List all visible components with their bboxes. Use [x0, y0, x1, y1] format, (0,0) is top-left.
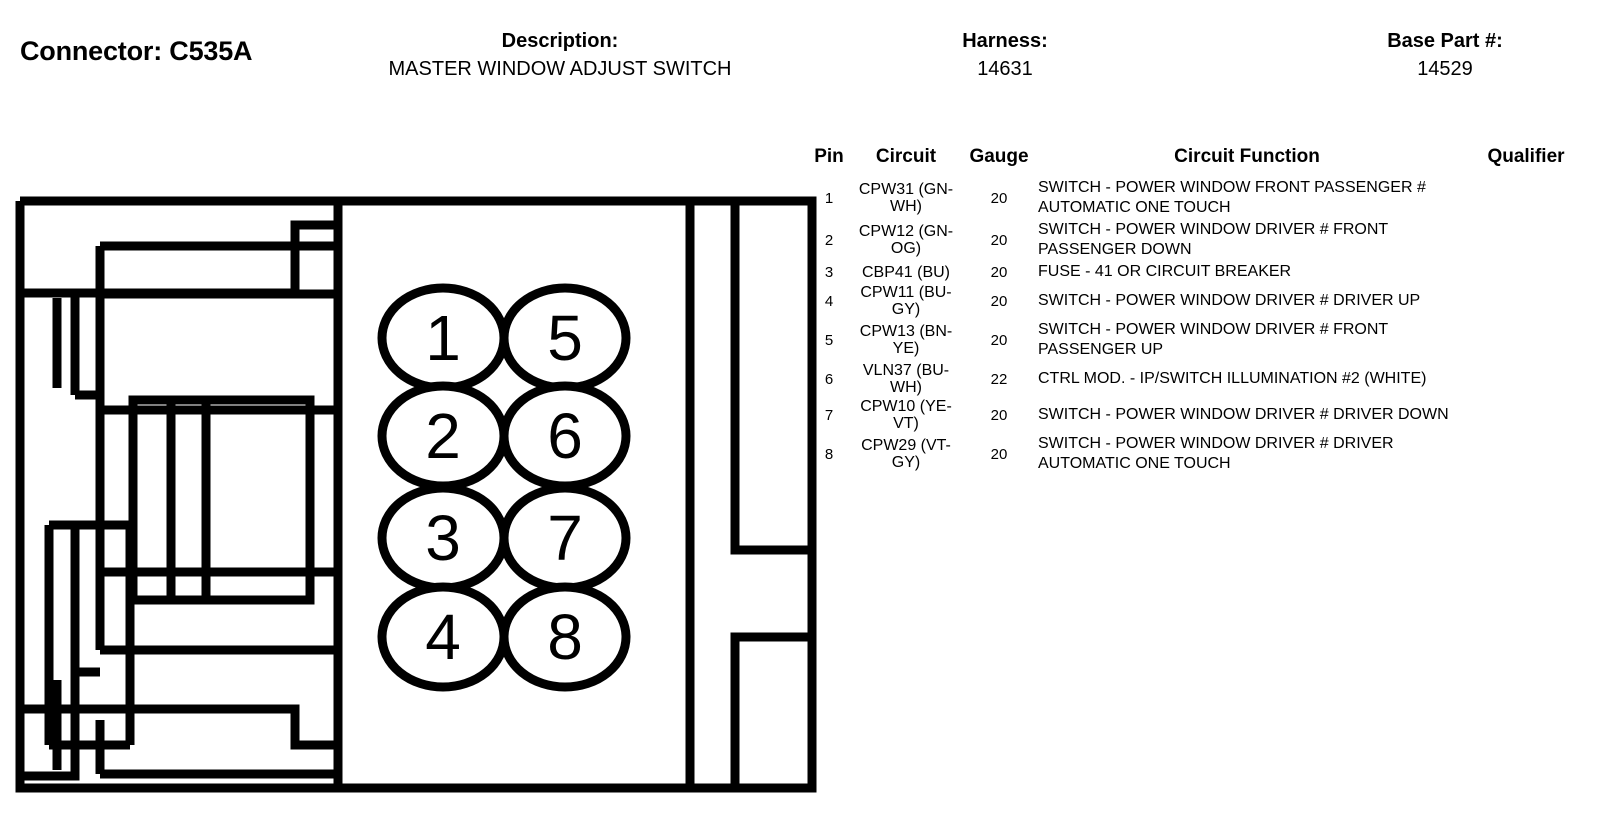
connector-title: Connector: C535A: [20, 36, 253, 66]
cell-qualifier: [1456, 177, 1596, 219]
cell-circuit-function: FUSE - 41 OR CIRCUIT BREAKER: [1038, 263, 1292, 280]
base-part-block: Base Part #: 14529: [1300, 28, 1590, 84]
cell-gauge: 20: [990, 292, 1008, 310]
cell-circuit: VLN37 (BU-WH): [862, 362, 950, 396]
connector-body-outline: [333, 196, 817, 793]
cell-gauge: 20: [990, 406, 1008, 424]
lower-latch-arm: [95, 567, 338, 655]
base-part-label: Base Part #:: [1387, 30, 1503, 52]
cell-qualifier: [1456, 433, 1596, 475]
table-row[interactable]: 4 CPW11 (BU-GY) 20 SWITCH - POWER WINDOW DR…: [806, 283, 1596, 319]
description-block: Description: MASTER WINDOW ADJUST SWITCH: [330, 28, 790, 84]
cell-circuit: CPW10 (YE-VT): [860, 398, 952, 432]
table-row[interactable]: 1 CPW31 (GN-WH) 20 SWITCH - POWER WINDOW FR…: [806, 177, 1596, 219]
cell-circuit-function: CTRL MOD. - IP/SWITCH ILLUMINATION #2 (W…: [1038, 370, 1427, 387]
column-header-circuit: Circuit: [875, 146, 937, 167]
connector-outline-group: [15, 196, 817, 793]
cell-pin: 8: [824, 445, 834, 463]
cell-gauge: 20: [990, 445, 1008, 463]
column-header-circuit-function: Circuit Function: [1174, 146, 1320, 167]
cell-pin: 2: [824, 231, 834, 249]
description-value: MASTER WINDOW ADJUST SWITCH: [388, 58, 732, 80]
harness-label: Harness:: [962, 30, 1048, 52]
lower-flange: [15, 704, 338, 793]
cell-circuit: CBP41 (BU): [861, 263, 951, 281]
cell-circuit: CPW29 (VT-GY): [861, 437, 951, 471]
cell-pin: 6: [824, 370, 834, 388]
table-row[interactable]: 5 CPW13 (BN-YE) 20 SWITCH - POWER WINDOW DR…: [806, 319, 1596, 361]
cell-qualifier: [1456, 261, 1596, 283]
right-key-pocket-lower: [730, 632, 812, 788]
pin-cavity[interactable]: 6: [499, 381, 631, 491]
pin-cavity[interactable]: 8: [499, 582, 631, 692]
cell-circuit: CPW11 (BU-GY): [860, 284, 952, 318]
terminal-chamber-frame: [128, 395, 315, 605]
harness-value: 14631: [977, 58, 1033, 80]
cell-circuit-function: SWITCH - POWER WINDOW DRIVER # FRONT PAS…: [1038, 221, 1388, 258]
page-header: Connector: C535A Description: MASTER WIN…: [0, 0, 1600, 110]
pin-cavity-number: 8: [547, 601, 583, 673]
pin-table-container: Pin Circuit Gauge Circuit Function Quali…: [806, 146, 1596, 475]
pin-cavity-group: 1 5 2 6 3 7 4 8: [377, 283, 631, 692]
cell-circuit-function: SWITCH - POWER WINDOW DRIVER # DRIVER AU…: [1038, 435, 1394, 472]
cell-gauge: 20: [990, 263, 1008, 281]
table-row[interactable]: 2 CPW12 (GN-OG) 20 SWITCH - POWER WINDOW DR…: [806, 219, 1596, 261]
pin-cavity[interactable]: 7: [499, 483, 631, 593]
pin-cavity[interactable]: 3: [377, 483, 509, 593]
table-row[interactable]: 7 CPW10 (YE-VT) 20 SWITCH - POWER WINDOW DR…: [806, 397, 1596, 433]
cell-circuit: CPW13 (BN-YE): [859, 323, 953, 357]
pin-cavity-number: 5: [547, 302, 583, 374]
cell-circuit: CPW12 (GN-OG): [858, 223, 954, 257]
pin-cavity[interactable]: 2: [377, 381, 509, 491]
upper-flange-inner-step: [290, 220, 338, 293]
pin-cavity[interactable]: 4: [377, 582, 509, 692]
cell-gauge: 22: [990, 370, 1008, 388]
cell-gauge: 20: [990, 331, 1008, 349]
column-header-pin: Pin: [814, 146, 844, 167]
connector-diagram: 1 5 2 6 3 7 4 8: [15, 196, 817, 793]
cell-qualifier: [1456, 219, 1596, 261]
cell-circuit-function: SWITCH - POWER WINDOW FRONT PASSENGER # …: [1038, 179, 1426, 216]
pin-cavity[interactable]: 1: [377, 283, 509, 393]
upper-lock-ledge: [95, 241, 338, 293]
cell-gauge: 20: [990, 231, 1008, 249]
cell-qualifier: [1456, 283, 1596, 319]
cell-qualifier: [1456, 361, 1596, 397]
description-label: Description:: [501, 30, 619, 52]
pin-table: Pin Circuit Gauge Circuit Function Quali…: [806, 146, 1596, 475]
pin-cavity-number: 4: [425, 601, 461, 673]
cell-pin: 3: [824, 263, 834, 281]
upper-latch-arm: [95, 289, 343, 415]
pin-table-body: 1 CPW31 (GN-WH) 20 SWITCH - POWER WINDOW FR…: [806, 177, 1596, 475]
cell-circuit-function: SWITCH - POWER WINDOW DRIVER # DRIVER UP: [1038, 292, 1421, 309]
left-rail-inner: [44, 520, 130, 750]
cell-circuit-function: SWITCH - POWER WINDOW DRIVER # FRONT PAS…: [1038, 321, 1388, 358]
pin-cavity-number: 1: [425, 302, 461, 374]
pin-cavity-number: 6: [547, 400, 583, 472]
cell-qualifier: [1456, 397, 1596, 433]
cell-gauge: 20: [990, 189, 1008, 207]
column-header-qualifier: Qualifier: [1487, 146, 1565, 167]
right-key-pocket-upper: [730, 201, 812, 555]
table-row[interactable]: 6 VLN37 (BU-WH) 22 CTRL MOD. - IP/SWITCH IL…: [806, 361, 1596, 397]
table-row[interactable]: 3 CBP41 (BU) 20 FUSE - 41 OR CIRCUIT BREAKE…: [806, 261, 1596, 283]
cell-circuit-function: SWITCH - POWER WINDOW DRIVER # DRIVER DO…: [1038, 406, 1449, 423]
cell-pin: 1: [824, 189, 834, 207]
table-header-row: Pin Circuit Gauge Circuit Function Quali…: [806, 146, 1596, 177]
pin-cavity-number: 3: [425, 502, 461, 574]
cell-circuit: CPW31 (GN-WH): [858, 181, 954, 215]
pin-cavity[interactable]: 5: [499, 283, 631, 393]
cell-pin: 7: [824, 406, 834, 424]
pin-cavity-circle: [499, 582, 631, 692]
pin-cavity-number: 7: [547, 502, 583, 574]
cell-pin: 5: [824, 331, 834, 349]
cell-pin: 4: [824, 292, 834, 310]
column-header-gauge: Gauge: [969, 146, 1029, 167]
base-part-value: 14529: [1417, 58, 1473, 80]
cell-qualifier: [1456, 319, 1596, 361]
pin-cavity-number: 2: [425, 400, 461, 472]
harness-block: Harness: 14631: [860, 28, 1150, 84]
lower-lock-ledge: [95, 720, 338, 779]
table-row[interactable]: 8 CPW29 (VT-GY) 20 SWITCH - POWER WINDOW DR…: [806, 433, 1596, 475]
